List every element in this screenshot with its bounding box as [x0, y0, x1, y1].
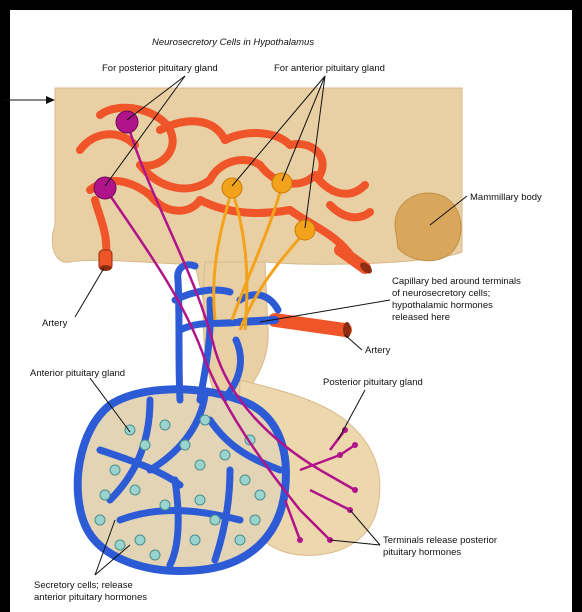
label-posterior-pituitary: Posterior pituitary gland: [323, 377, 423, 388]
label-capillary-bed-2: of neurosecretory cells;: [392, 288, 490, 299]
right-artery-lower: [275, 320, 345, 330]
pointer-arrowhead: [46, 96, 55, 104]
right-artery-lower-opening: [343, 322, 351, 338]
label-capillary-bed-1: Capillary bed around terminals: [392, 276, 521, 287]
figure-title: Neurosecretory Cells in Hypothalamus: [152, 37, 314, 48]
label-artery-left: Artery: [42, 318, 67, 329]
label-terminals-2: pituitary hormones: [383, 547, 461, 558]
label-capillary-bed-3: hypothalamic hormones: [392, 300, 493, 311]
label-secretory-1: Secretory cells; release: [34, 580, 133, 591]
label-artery-right: Artery: [365, 345, 390, 356]
mammillary-body: [395, 193, 461, 261]
left-artery-opening: [100, 265, 112, 271]
label-anterior-pituitary: Anterior pituitary gland: [30, 368, 125, 379]
label-secretory-2: anterior pituitary hormones: [34, 592, 147, 603]
label-mammillary-body: Mammillary body: [470, 192, 542, 203]
label-posterior-gland-cells: For posterior pituitary gland: [102, 63, 218, 74]
label-capillary-bed-4: released here: [392, 312, 450, 323]
label-terminals-1: Terminals release posterior: [383, 535, 497, 546]
label-anterior-gland-cells: For anterior pituitary gland: [274, 63, 385, 74]
